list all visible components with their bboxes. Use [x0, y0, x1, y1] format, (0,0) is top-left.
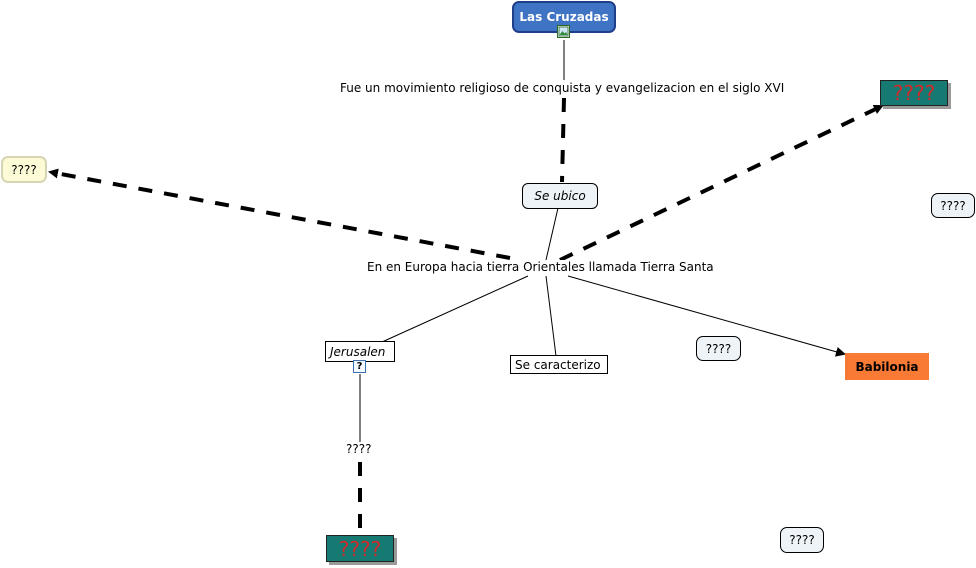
node-question-left-label: ???? [11, 162, 37, 177]
link-label-europa: En en Europa hacia tierra Orientales lla… [367, 260, 714, 274]
link-label-movimiento: Fue un movimiento religioso de conquista… [340, 81, 785, 95]
node-question-right-label: ???? [940, 198, 966, 213]
node-question-bottom[interactable]: ???? [326, 535, 394, 562]
node-las-cruzadas-label: Las Cruzadas [519, 10, 609, 24]
node-se-ubico[interactable]: Se ubico [522, 183, 598, 209]
line-europa-to-babilonia [567, 275, 846, 357]
link-label-jerusalen: ???? [346, 442, 372, 456]
line-europa-to-topright [559, 104, 884, 262]
node-se-caracterizo[interactable]: Se caracterizo [510, 355, 608, 374]
image-icon[interactable] [557, 25, 570, 38]
node-question-mid-label: ???? [705, 341, 732, 356]
line-europa-to-secaracterizo [545, 275, 557, 357]
node-jerusalen-label: Jerusalen [330, 344, 386, 359]
node-question-top-right-label: ???? [892, 81, 936, 105]
node-question-left[interactable]: ???? [1, 156, 47, 183]
image-icon-graphic [558, 26, 569, 37]
node-question-mid[interactable]: ???? [696, 336, 741, 361]
line-movimiento-to-seubico [560, 97, 566, 183]
node-question-bottom-label: ???? [338, 536, 382, 561]
node-question-bottom-right[interactable]: ???? [780, 527, 824, 553]
node-babilonia[interactable]: Babilonia [845, 353, 929, 380]
node-question-top-right[interactable]: ???? [880, 80, 948, 106]
question-icon-glyph: ? [356, 361, 363, 372]
node-question-right[interactable]: ???? [931, 193, 975, 218]
node-question-bottom-right-label: ???? [789, 533, 815, 547]
line-seubico-to-europa [545, 207, 559, 261]
line-europa-to-jerusalen [381, 275, 529, 343]
node-jerusalen[interactable]: Jerusalen [325, 341, 395, 362]
node-las-cruzadas[interactable]: Las Cruzadas [512, 1, 616, 33]
node-se-ubico-label: Se ubico [534, 189, 586, 203]
node-se-caracterizo-label: Se caracterizo [515, 357, 601, 372]
question-icon[interactable]: ? [353, 360, 366, 373]
node-babilonia-label: Babilonia [855, 359, 919, 374]
line-europa-to-left [48, 168, 511, 260]
